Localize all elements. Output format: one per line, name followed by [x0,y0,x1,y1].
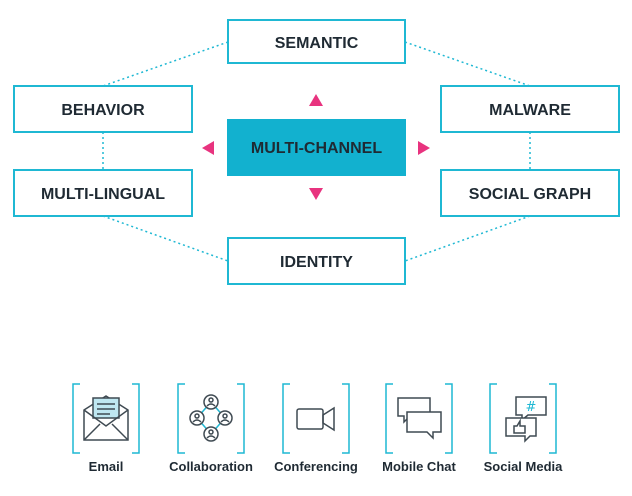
node-multi-channel-label: MULTI-CHANNEL [251,140,382,157]
node-multilingual-label: MULTI-LINGUAL [41,186,165,203]
node-behavior-label: BEHAVIOR [61,102,145,119]
channel-social-media-frame [489,383,557,454]
hashtag-icon: # [526,400,537,415]
connector-semantic-behavior [102,41,229,87]
arrow-right-icon [418,141,430,155]
channel-collaboration-frame [177,383,245,454]
envelope-icon [83,395,129,441]
node-malware: MALWARE [440,85,620,133]
node-malware-label: MALWARE [489,102,571,119]
channel-label-social-media: Social Media [483,459,563,474]
node-behavior: BEHAVIOR [13,85,193,133]
connector-semantic-malware [404,41,531,87]
connector-lines [102,41,531,262]
hashtag-thumbs-up-icon: # [505,396,547,443]
node-social-graph-label: SOCIAL GRAPH [469,186,591,203]
connector-socialgraph-identity [404,215,531,262]
connector-multilingual-identity [102,215,229,262]
people-network-icon [189,394,233,442]
channel-email-frame [72,383,140,454]
arrow-up-icon [309,94,323,106]
arrow-left-icon [202,141,214,155]
node-identity-label: IDENTITY [280,254,353,271]
channel-label-conferencing: Conferencing [274,459,358,474]
node-semantic-label: SEMANTIC [275,35,359,52]
node-multilingual: MULTI-LINGUAL [13,169,193,217]
direction-arrows [202,94,430,200]
chat-bubbles-icon [397,397,442,440]
channel-mobile-chat-frame [385,383,453,454]
node-identity: IDENTITY [227,237,406,285]
node-multi-channel: MULTI-CHANNEL [227,119,406,176]
arrow-down-icon [309,188,323,200]
video-camera-icon [296,406,335,432]
channel-conferencing-frame [282,383,350,454]
node-semantic: SEMANTIC [227,19,406,64]
channel-label-collaboration: Collaboration [169,459,253,474]
channel-label-mobile-chat: Mobile Chat [382,459,456,474]
channel-label-email: Email [88,459,124,474]
node-social-graph: SOCIAL GRAPH [440,169,620,217]
